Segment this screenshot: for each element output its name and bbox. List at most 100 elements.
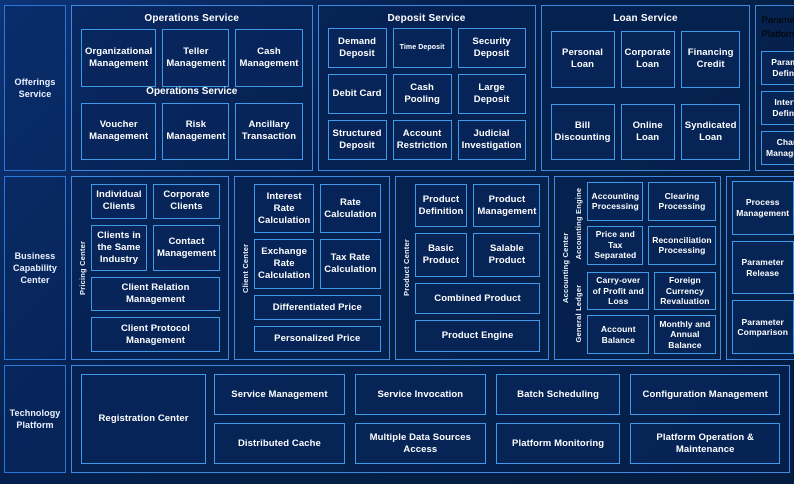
group-deposit-service[interactable]: Deposit Service Demand Deposit Time Depo… xyxy=(317,5,536,171)
cell-differentiated-price[interactable]: Differentiated Price xyxy=(254,294,381,321)
cell-risk-management[interactable]: Risk Management xyxy=(162,102,230,160)
cell-cash-pooling[interactable]: Cash Pooling xyxy=(392,74,452,114)
cell-product-definition[interactable]: Product Definition xyxy=(414,184,468,228)
cell-product-management[interactable]: Product Management xyxy=(473,184,541,228)
cell-large-deposit[interactable]: Large Deposit xyxy=(457,74,526,114)
cell-foreign-currency-revaluation[interactable]: Foreign Currency Revaluation xyxy=(654,271,716,311)
cell-product-engine[interactable]: Product Engine xyxy=(414,320,541,352)
loan-service-cells: Personal Loan Corporate Loan Financing C… xyxy=(542,27,750,170)
business-capability-center-row: Business Capability Center Pricing Cente… xyxy=(4,176,794,360)
deposit-service-cells: Demand Deposit Time Deposit Security Dep… xyxy=(319,27,535,170)
subblock-general-ledger: General Ledger Carry-over of Profit and … xyxy=(572,271,716,354)
cell-combined-product[interactable]: Combined Product xyxy=(414,282,541,315)
cell-corporate-clients[interactable]: Corporate Clients xyxy=(152,184,220,219)
cell-judicial-investigation[interactable]: Judicial Investigation xyxy=(457,120,526,160)
cell-price-and-tax-separated[interactable]: Price and Tax Separated xyxy=(587,225,644,265)
subblock-label-general-ledger: General Ledger xyxy=(574,283,584,342)
parameter-platform-top[interactable]: Parameter Platform Parameter Definition … xyxy=(755,5,794,171)
cell-service-management[interactable]: Service Management xyxy=(214,374,345,415)
cell-ancillary-transaction[interactable]: Ancillary Transaction xyxy=(235,102,303,160)
cell-registration-center[interactable]: Registration Center xyxy=(81,374,206,464)
parameter-platform-bottom[interactable]: Process Management Parameter Release Par… xyxy=(725,176,794,360)
cell-clients-same-industry[interactable]: Clients in the Same Industry xyxy=(91,224,147,271)
block-label-pricing-center: Pricing Center xyxy=(78,240,87,296)
client-cells: Individual Clients Corporate Clients Cli… xyxy=(89,182,224,354)
cell-accounting-processing[interactable]: Accounting Processing xyxy=(587,182,644,221)
row-label-offerings-service: Offerings Service xyxy=(4,5,66,171)
cell-syndicated-loan[interactable]: Syndicated Loan xyxy=(680,103,741,160)
parameter-platform-title: Parameter Platform xyxy=(761,10,794,45)
block-accounting-center[interactable]: Accounting Center Accounting Engine Acco… xyxy=(554,176,721,360)
cell-configuration-management[interactable]: Configuration Management xyxy=(630,374,780,415)
technology-platform-content: Registration Center Service Management S… xyxy=(71,365,790,473)
cell-rate-calculation[interactable]: Rate Calculation xyxy=(320,184,381,234)
cell-teller-management[interactable]: Teller Management xyxy=(162,29,230,87)
cell-time-deposit[interactable]: Time Deposit xyxy=(392,28,452,68)
cell-process-management[interactable]: Process Management xyxy=(731,181,794,235)
cell-online-loan[interactable]: Online Loan xyxy=(620,103,675,160)
cell-parameter-definition[interactable]: Parameter Definition xyxy=(761,50,794,85)
cell-batch-scheduling[interactable]: Batch Scheduling xyxy=(495,374,621,415)
operations-service-cells: Organizational Management Teller Managem… xyxy=(72,27,312,170)
technology-platform-cells: Service Management Service Invocation Ba… xyxy=(214,374,780,464)
cell-interface-definition[interactable]: Interface Definition xyxy=(761,90,794,125)
group-title-deposit-service: Deposit Service xyxy=(387,13,466,24)
cell-salable-product[interactable]: Salable Product xyxy=(473,233,541,277)
cell-exchange-rate-calculation[interactable]: Exchange Rate Calculation xyxy=(254,239,315,289)
cell-reconciliation-processing[interactable]: Reconciliation Processing xyxy=(648,225,716,265)
cell-platform-operation-maintenance[interactable]: Platform Operation & Maintenance xyxy=(630,423,780,464)
cell-monthly-annual-balance[interactable]: Monthly and Annual Balance xyxy=(654,315,716,354)
cell-carry-over-profit-loss[interactable]: Carry-over of Profit and Loss xyxy=(587,271,650,311)
parameter-platform-title-line2: Platform xyxy=(761,29,794,41)
cell-parameter-release[interactable]: Parameter Release xyxy=(731,240,794,295)
cell-demand-deposit[interactable]: Demand Deposit xyxy=(327,28,387,68)
cell-client-relation-management[interactable]: Client Relation Management xyxy=(91,276,220,312)
product-cells: Product Definition Product Management Ba… xyxy=(413,182,545,354)
cell-parameter-comparison[interactable]: Parameter Comparison xyxy=(731,300,794,355)
cell-tax-rate-calculation[interactable]: Tax Rate Calculation xyxy=(320,239,381,289)
cell-account-restriction[interactable]: Account Restriction xyxy=(392,120,452,160)
cell-basic-product[interactable]: Basic Product xyxy=(414,233,468,277)
cell-platform-monitoring[interactable]: Platform Monitoring xyxy=(495,423,621,464)
row-label-technology-platform: Technology Platform xyxy=(4,365,66,473)
cell-multiple-data-sources-access[interactable]: Multiple Data Sources Access xyxy=(354,423,486,464)
cell-account-balance[interactable]: Account Balance xyxy=(587,315,650,354)
cell-voucher-management[interactable]: Voucher Management xyxy=(81,102,157,160)
cell-cash-management[interactable]: Cash Management xyxy=(235,29,303,87)
block-product-center[interactable]: Product Center Product Definition Produc… xyxy=(394,176,550,360)
parameter-platform-title-line1: Parameter xyxy=(761,15,794,26)
cell-individual-clients[interactable]: Individual Clients xyxy=(91,184,147,219)
accounting-engine-cells: Accounting Processing Clearing Processin… xyxy=(585,182,716,265)
cell-bill-discounting[interactable]: Bill Discounting xyxy=(550,103,615,160)
cell-contact-management[interactable]: Contact Management xyxy=(152,224,220,271)
cell-financing-credit[interactable]: Financing Credit xyxy=(680,31,741,88)
offerings-service-row: Offerings Service Operations Service Ope… xyxy=(4,5,794,171)
subblock-label-accounting-engine: Accounting Engine xyxy=(574,187,584,260)
pricing-cells: Interest Rate Calculation Rate Calculati… xyxy=(252,182,385,354)
block-client[interactable]: Pricing Center Individual Clients Corpor… xyxy=(71,176,229,360)
row-label-business-capability-center: Business Capability Center xyxy=(4,176,66,360)
subblock-accounting-engine: Accounting Engine Accounting Processing … xyxy=(572,182,716,265)
general-ledger-cells: Carry-over of Profit and Loss Foreign Cu… xyxy=(585,271,716,354)
cell-service-invocation[interactable]: Service Invocation xyxy=(354,374,486,415)
cell-security-deposit[interactable]: Security Deposit xyxy=(457,28,526,68)
cell-change-management[interactable]: Change Management xyxy=(761,130,794,166)
cell-personal-loan[interactable]: Personal Loan xyxy=(550,31,615,88)
technology-platform-row: Technology Platform Registration Center … xyxy=(4,365,790,473)
cell-corporate-loan[interactable]: Corporate Loan xyxy=(620,31,675,88)
block-label-product-center: Product Center xyxy=(401,239,411,297)
cell-distributed-cache[interactable]: Distributed Cache xyxy=(214,423,345,464)
cell-debit-card[interactable]: Debit Card xyxy=(327,74,387,114)
cell-clearing-processing[interactable]: Clearing Processing xyxy=(648,182,716,221)
cell-client-protocol-management[interactable]: Client Protocol Management xyxy=(91,317,220,352)
group-operations-service[interactable]: Operations Service Operations Service Or… xyxy=(71,5,313,171)
cell-organizational-management[interactable]: Organizational Management xyxy=(81,29,157,87)
block-pricing[interactable]: Client Center Interest Rate Calculation … xyxy=(234,176,390,360)
cell-interest-rate-calculation[interactable]: Interest Rate Calculation xyxy=(254,184,315,234)
group-title-loan-service: Loan Service xyxy=(613,13,678,24)
group-loan-service[interactable]: Loan Service Personal Loan Corporate Loa… xyxy=(540,5,751,171)
group-title-operations-service: Operations Service xyxy=(144,13,240,24)
cell-structured-deposit[interactable]: Structured Deposit xyxy=(327,120,387,160)
cell-personalized-price[interactable]: Personalized Price xyxy=(254,326,381,352)
